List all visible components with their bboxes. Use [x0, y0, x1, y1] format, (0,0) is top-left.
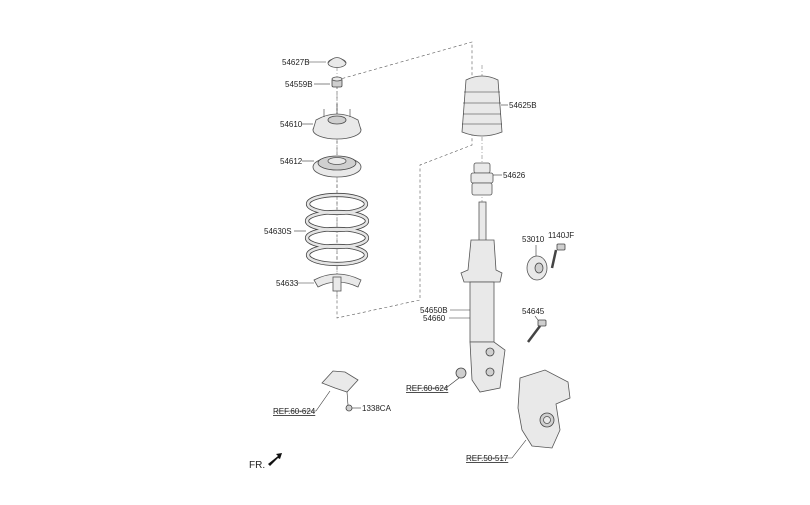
bearing-part — [312, 155, 362, 178]
top-cap-part — [327, 57, 347, 68]
label-bolt-a: 1140JF — [548, 231, 574, 240]
assembly-outline — [336, 41, 473, 319]
nut-strut-part — [455, 367, 467, 379]
ref-knuckle-label[interactable]: REF.50-517 — [466, 454, 509, 463]
dust-cover-part — [461, 75, 503, 137]
front-arrow-icon — [268, 453, 282, 466]
label-spring: 54630S — [264, 227, 292, 236]
label-top-cap: 54627B — [282, 58, 310, 67]
label-bolt-b: 54645 — [522, 307, 545, 316]
knuckle-part — [517, 369, 571, 449]
label-strut-b: 54660 — [423, 314, 446, 323]
label-bearing: 54612 — [280, 157, 303, 166]
ref-mid-label[interactable]: REF.60-624 — [406, 384, 449, 393]
spring-pad-part — [313, 273, 362, 292]
label-nut: 54559B — [285, 80, 313, 89]
front-direction-indicator: FR. — [249, 453, 282, 471]
label-bumper: 54626 — [503, 171, 526, 180]
nut-part — [331, 76, 343, 88]
bushing-part — [526, 255, 548, 281]
label-nut-b: 1338CA — [362, 404, 392, 413]
coil-spring-part — [304, 192, 370, 267]
bolt-54645-part — [527, 319, 547, 343]
bracket-part — [321, 370, 359, 412]
mount-part — [312, 104, 362, 140]
strut-body-part — [460, 201, 506, 393]
label-strut-a: 54650B — [420, 306, 448, 315]
bolt-part — [550, 243, 566, 269]
label-mount: 54610 — [280, 120, 303, 129]
label-spring-pad: 54633 — [276, 279, 299, 288]
ref-left-label[interactable]: REF.60-624 — [273, 407, 316, 416]
bumper-part — [470, 162, 494, 196]
front-label: FR. — [249, 460, 265, 471]
label-dust-cover: 54625B — [509, 101, 537, 110]
label-bushing: 53010 — [522, 235, 545, 244]
